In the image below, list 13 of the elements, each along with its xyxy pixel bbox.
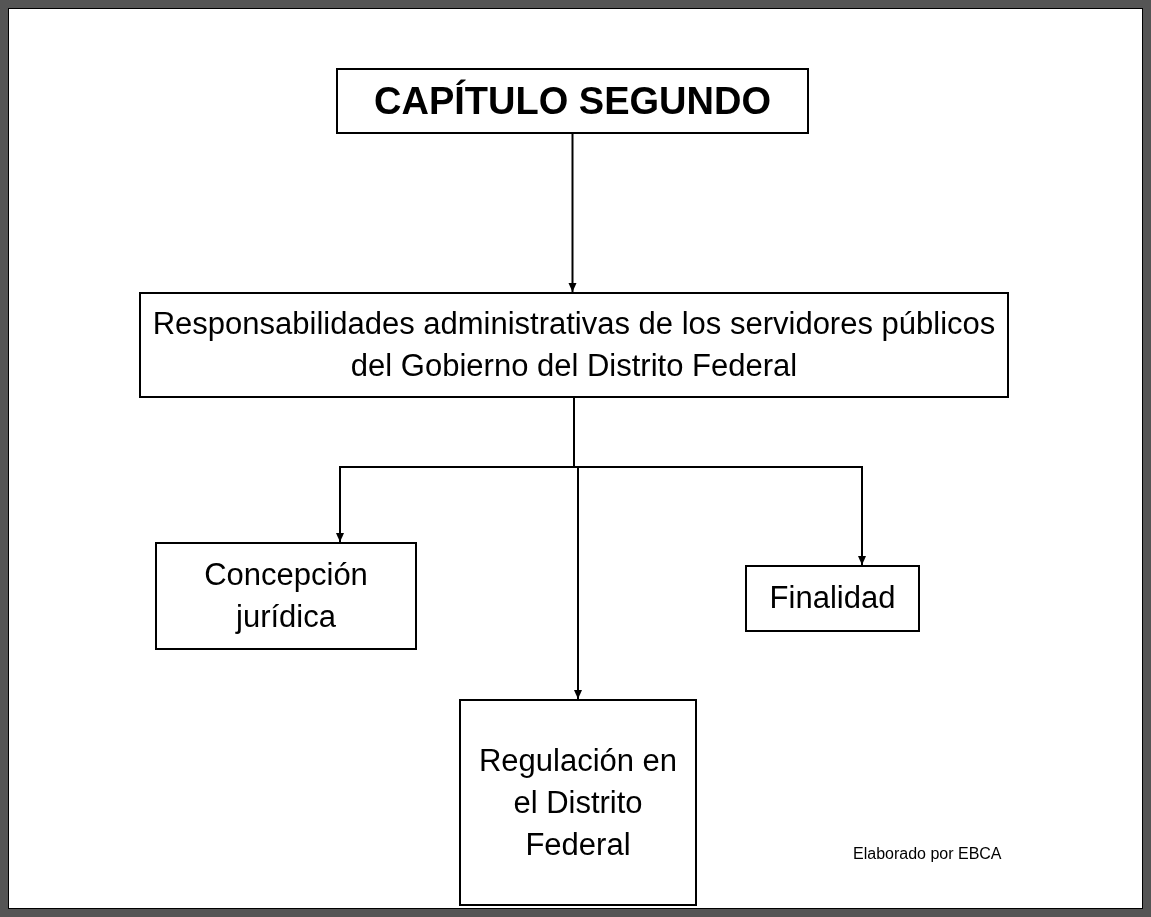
box-text: Regulación en el Distrito Federal: [477, 741, 679, 864]
box-text: Concepción jurídica: [203, 556, 369, 636]
text-box: [155, 542, 417, 650]
connector-arrow: [573, 397, 582, 700]
box-text: Finalidad: [769, 579, 896, 618]
text-box: [459, 699, 697, 906]
box-text: CAPÍTULO SEGUNDO: [374, 78, 771, 124]
box-text: Responsabilidades administrativas de los servidores públicos del Gobierno del Distrito Federal: [151, 305, 997, 385]
text-box: [139, 292, 1009, 398]
connector-arrow: [568, 133, 577, 293]
credit-note: Elaborado por EBCA: [853, 844, 1002, 864]
text-box: [745, 565, 920, 632]
text-box: [336, 68, 809, 134]
